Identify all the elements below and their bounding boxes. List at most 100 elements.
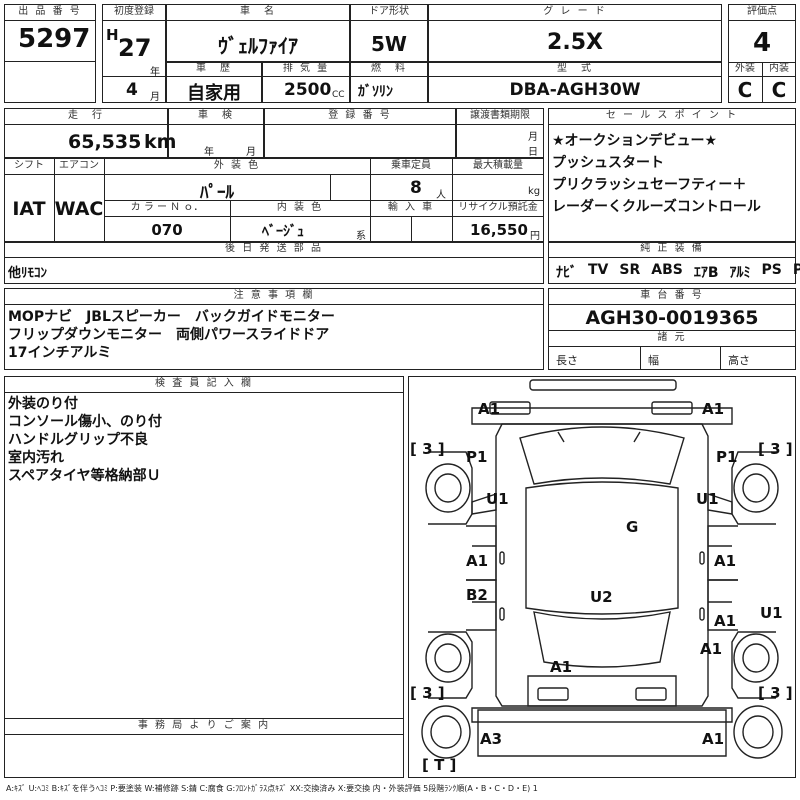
note-line: 17インチアルミ (8, 345, 112, 361)
mileage-label: 走 行 (68, 110, 104, 121)
chassis-box (548, 288, 796, 370)
damage-diagram: A1 A1 P1 P1 U1 U1 G A1 A1 B2 A1 U2 U1 A1… (410, 379, 793, 774)
bracket-tire: [ T ] (422, 756, 456, 774)
mark-rear-left: A3 (480, 730, 502, 748)
fuel: ｶﾞｿﾘﾝ (358, 84, 393, 100)
exterior-label: 外装 (735, 63, 755, 74)
displacement-unit: CC (332, 90, 345, 100)
mark-p-left: P1 (466, 448, 487, 466)
mileage: 65,535 (68, 131, 142, 153)
mark-floor: U2 (590, 588, 613, 606)
genuine-equipment-list: ﾅﾋﾞ TV SR ABS ｴｱB ｱﾙﾐ PS PW (556, 262, 800, 282)
car-name: ｳﾞｪﾙﾌｧｲｱ (218, 34, 298, 58)
inspector-line: 室内汚れ (8, 450, 64, 466)
office-label: 事 務 局 よ り ご 案 内 (137, 720, 271, 731)
damage-diagram-box (408, 376, 796, 778)
reg-year: 27 (118, 34, 152, 62)
lot-no-box (4, 4, 96, 103)
lot-no: 5297 (18, 24, 91, 54)
fuel-label: 燃 料 (371, 63, 407, 74)
bracket-bottom-right: [ 3 ] (758, 684, 793, 702)
genuine-item: ｴｱB (693, 265, 719, 281)
color-no: 070 (151, 221, 183, 239)
history-label: 車 歴 (196, 63, 232, 74)
capacity-unit: 人 (436, 190, 446, 201)
note-line: MOPナビ JBLスピーカー バックガイドモニター (8, 309, 335, 325)
later-parts: 他ﾘﾓｺﾝ (8, 266, 48, 281)
score-label: 評価点 (747, 6, 777, 17)
model-code: DBA-AGH30W (509, 80, 641, 100)
import-label: 輸 入 車 (387, 202, 435, 213)
mark-u-right: U1 (696, 490, 719, 508)
int-color-unit: 系 (356, 231, 366, 242)
mark-door-left: A1 (466, 552, 488, 570)
exterior-grade: C (737, 78, 753, 102)
genuine-item: ﾅﾋﾞ (556, 265, 577, 281)
color-no-label: カ ラ ー Ｎ ｏ． (130, 202, 204, 213)
interior-label: 内装 (769, 63, 789, 74)
inspection-box (168, 108, 264, 158)
later-parts-label: 後 日 発 送 部 品 (225, 243, 323, 254)
height-label: 高さ (728, 354, 750, 367)
sales-points-list: ★オークションデビュー★ プッシュスタート プリクラッシュセーフティー＋ レーダ… (552, 130, 761, 218)
genuine-item: SR (619, 262, 641, 278)
inspection-year-unit: 年 (204, 147, 214, 158)
reg-no-label: 登 録 番 号 (328, 110, 392, 121)
genuine-item: TV (588, 262, 609, 278)
door-label: ドア形状 (369, 6, 409, 17)
inspector-line: コンソール傷小、のり付 (8, 414, 162, 430)
chassis-number: AGH30-0019365 (585, 307, 759, 329)
first-reg-label: 初度登録 (114, 6, 154, 17)
mark-rear-right: A1 (702, 730, 724, 748)
sales-point: プッシュスタート (552, 155, 664, 171)
transfer-month-unit: 月 (528, 132, 538, 143)
mark-u-left: U1 (486, 490, 509, 508)
ext-color-label: 外 装 色 (213, 160, 261, 171)
mark-rear-door-left: B2 (466, 586, 488, 604)
genuine-item: PW (792, 262, 800, 278)
reg-no-box (264, 108, 456, 158)
grade-label: グ レ ー ド (543, 6, 607, 17)
later-parts-box (4, 242, 544, 284)
mark-roof: G (626, 518, 638, 536)
sales-points-label: セ ー ル ス ポ イ ン ト (605, 110, 739, 121)
recycle-label: リサイクル預託金 (458, 202, 538, 213)
inspector-line: ハンドルグリップ不良 (8, 432, 148, 448)
transfer-label: 譲渡書類期限 (470, 110, 530, 121)
sales-points-box (548, 108, 796, 242)
grade: 2.5X (547, 30, 603, 55)
inspector-notes: 外装のり付 コンソール傷小、のり付 ハンドルグリップ不良 室内汚れ スペアタイヤ… (8, 395, 162, 485)
year-unit: 年 (150, 67, 160, 78)
inspection-label: 車 検 (198, 110, 234, 121)
inspector-line: スペアタイヤ等格納部Ｕ (8, 468, 161, 484)
note-line: フリップダウンモニター 両側パワースライドドア (8, 327, 330, 343)
history: 自家用 (187, 83, 241, 104)
genuine-box (548, 242, 796, 284)
shift-label: シフト (14, 160, 44, 171)
ac: WAC (54, 198, 104, 220)
legend: A:ｷｽﾞ U:ﾍｺﾐ B:ｷｽﾞを伴うﾍｺﾐ P:要塗装 W:補修跡 S:錆 … (6, 784, 538, 793)
max-load-label: 最大積載量 (473, 160, 523, 171)
length-label: 長さ (556, 354, 578, 367)
notes-label: 注 意 事 項 欄 (233, 290, 315, 301)
score: 4 (752, 28, 772, 58)
first-reg-box (102, 4, 166, 103)
sales-point: ★オークションデビュー★ (552, 133, 718, 149)
dims-label: 諸 元 (657, 332, 687, 343)
genuine-item: ABS (651, 262, 683, 278)
mark-rear-fender-right: A1 (700, 640, 722, 658)
car-name-box (166, 4, 350, 62)
max-load-unit: kg (528, 186, 541, 197)
sales-point: レーダーくクルーズコントロール (552, 199, 761, 215)
lot-no-label: 出 品 番 号 (18, 6, 82, 17)
mark-right-edge: U1 (760, 604, 783, 622)
transfer-box (456, 108, 544, 158)
shift: IAT (12, 198, 46, 220)
door-box (350, 4, 428, 62)
era: H (106, 26, 119, 44)
ext-color: ﾊﾟｰﾙ (200, 183, 234, 203)
genuine-label: 純 正 装 備 (640, 243, 704, 254)
width-label: 幅 (648, 354, 659, 367)
month-unit: 月 (150, 92, 160, 103)
car-name-label: 車 名 (240, 6, 276, 17)
